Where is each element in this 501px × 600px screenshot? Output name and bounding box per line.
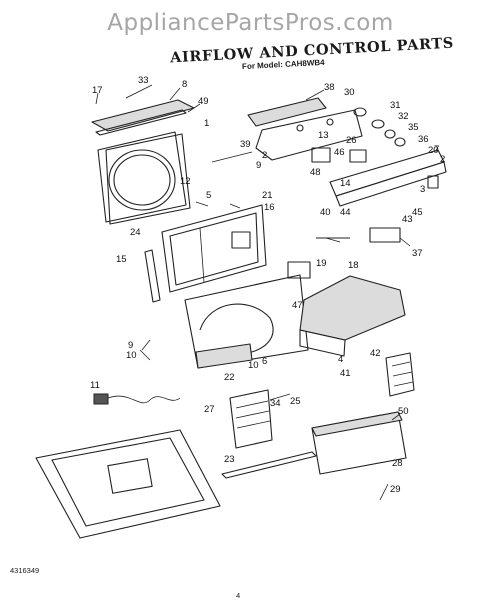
- blower-support: [287, 261, 311, 279]
- callout-39: 39: [240, 139, 251, 150]
- callout-15: 15: [116, 254, 127, 265]
- callout-9b: 9: [128, 340, 133, 351]
- page-number: 4: [236, 591, 241, 600]
- callout-37: 37: [412, 248, 423, 259]
- louver-assembly: [229, 389, 273, 449]
- callout-27: 27: [204, 404, 215, 415]
- callout-43: 43: [402, 214, 413, 225]
- thermostat: [316, 227, 411, 247]
- callout-leaders: [95, 84, 401, 501]
- base-pan: [35, 429, 221, 539]
- control-bracket: [247, 97, 363, 161]
- callout-13: 13: [318, 130, 329, 141]
- callout-21: 21: [262, 190, 273, 201]
- callout-50: 50: [398, 406, 409, 417]
- callout-48: 48: [310, 167, 321, 178]
- callout-31: 31: [390, 100, 401, 111]
- callout-12: 12: [180, 176, 191, 187]
- callout-40: 40: [320, 207, 331, 218]
- callout-30: 30: [344, 87, 355, 98]
- callout-6: 6: [262, 356, 267, 367]
- document-number: 4316349: [10, 566, 40, 575]
- callout-32: 32: [398, 111, 409, 122]
- air-duct: [299, 275, 406, 357]
- callout-41: 41: [340, 368, 351, 379]
- callout-24: 24: [130, 227, 141, 238]
- callout-18: 18: [348, 260, 359, 271]
- callout-2b: 2: [262, 150, 267, 161]
- callout-36: 36: [418, 134, 429, 145]
- callout-9a: 9: [256, 160, 261, 171]
- callout-8: 8: [182, 79, 187, 90]
- callout-4: 4: [338, 354, 343, 365]
- callout-10a: 10: [126, 350, 137, 361]
- front-frame: [97, 131, 191, 225]
- callout-labels: 17 33 8 49 1 38 30 31 32 35 36 20 2 39 2…: [90, 75, 445, 495]
- callout-19: 19: [316, 258, 327, 269]
- callout-26: 26: [346, 135, 357, 146]
- callout-47: 47: [292, 300, 303, 311]
- callout-2a: 2: [440, 154, 445, 165]
- callout-42: 42: [370, 348, 381, 359]
- front-panel: [311, 411, 407, 475]
- switch-bracket: [329, 149, 447, 207]
- callout-23: 23: [224, 454, 235, 465]
- inner-partition: [161, 204, 267, 293]
- callout-49: 49: [198, 96, 209, 107]
- callout-7: 7: [434, 144, 439, 155]
- filter-grille: [385, 352, 415, 397]
- callout-5: 5: [206, 190, 211, 201]
- callout-14: 14: [340, 178, 351, 189]
- callout-35: 35: [408, 122, 419, 133]
- callout-16: 16: [264, 202, 275, 213]
- callout-11: 11: [90, 380, 100, 391]
- trim-strip: [221, 451, 317, 479]
- control-knobs: [311, 107, 439, 189]
- watermark: AppliancePartsPros.com: [107, 10, 394, 36]
- top-cover-strip: [91, 99, 195, 136]
- callout-20: 20: [428, 145, 439, 156]
- callout-28: 28: [392, 458, 403, 469]
- callout-44: 44: [340, 207, 351, 218]
- callout-25: 25: [290, 396, 301, 407]
- callout-33: 33: [138, 75, 149, 86]
- callout-10b: 10: [248, 360, 259, 371]
- callout-3: 3: [420, 184, 425, 195]
- side-bar: [144, 249, 161, 303]
- blower-shroud: [184, 274, 309, 369]
- callout-34: 34: [270, 398, 281, 409]
- callout-46: 46: [334, 147, 345, 158]
- power-cord: [93, 349, 181, 405]
- callout-17: 17: [92, 85, 103, 96]
- callout-1: 1: [204, 118, 209, 129]
- callout-45: 45: [412, 207, 423, 218]
- callout-38: 38: [324, 82, 335, 93]
- callout-22: 22: [224, 372, 235, 383]
- callout-29: 29: [390, 484, 401, 495]
